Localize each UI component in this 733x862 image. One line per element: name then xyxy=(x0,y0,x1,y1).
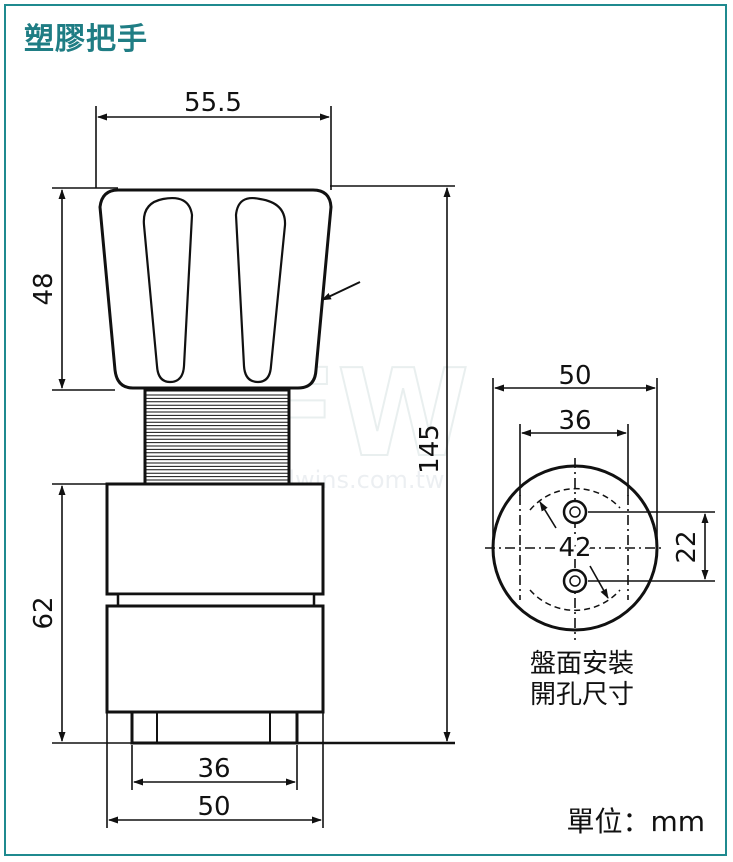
body xyxy=(105,482,325,745)
threaded-stem xyxy=(143,388,291,486)
knob xyxy=(98,188,333,390)
dimension-lines xyxy=(58,113,451,824)
label-base-width: 50 xyxy=(197,792,230,822)
label-base-inner: 36 xyxy=(197,754,230,784)
mount-hole-bottom xyxy=(562,568,588,594)
body-upper xyxy=(105,482,325,596)
label-pcd: 42 xyxy=(558,533,591,563)
unit-label: 單位：mm xyxy=(566,805,705,838)
cutout-label-line2: 開孔尺寸 xyxy=(530,680,634,710)
knob-pointer-arrow xyxy=(321,281,361,301)
label-knob-height: 48 xyxy=(29,272,59,305)
knob-grip-right xyxy=(234,197,287,384)
cutout-label-line1: 盤面安裝 xyxy=(530,649,634,679)
knob-outline xyxy=(98,188,333,390)
body-lower xyxy=(105,604,325,714)
cutout-dimensions xyxy=(492,378,715,582)
label-total-height: 145 xyxy=(415,424,445,474)
page-title: 塑膠把手 xyxy=(24,22,148,57)
panel-cutout xyxy=(485,458,665,640)
label-hole-spacing-height: 22 xyxy=(672,530,702,563)
label-hole-spacing-width: 36 xyxy=(558,406,591,436)
label-cutout-diameter: 50 xyxy=(558,361,591,391)
body-ring xyxy=(116,592,316,608)
knob-grip-left xyxy=(142,197,194,384)
label-body-height: 62 xyxy=(29,596,59,629)
outer-frame xyxy=(4,4,727,856)
label-knob-width: 55.5 xyxy=(184,88,242,118)
mount-hole-top xyxy=(562,499,588,525)
